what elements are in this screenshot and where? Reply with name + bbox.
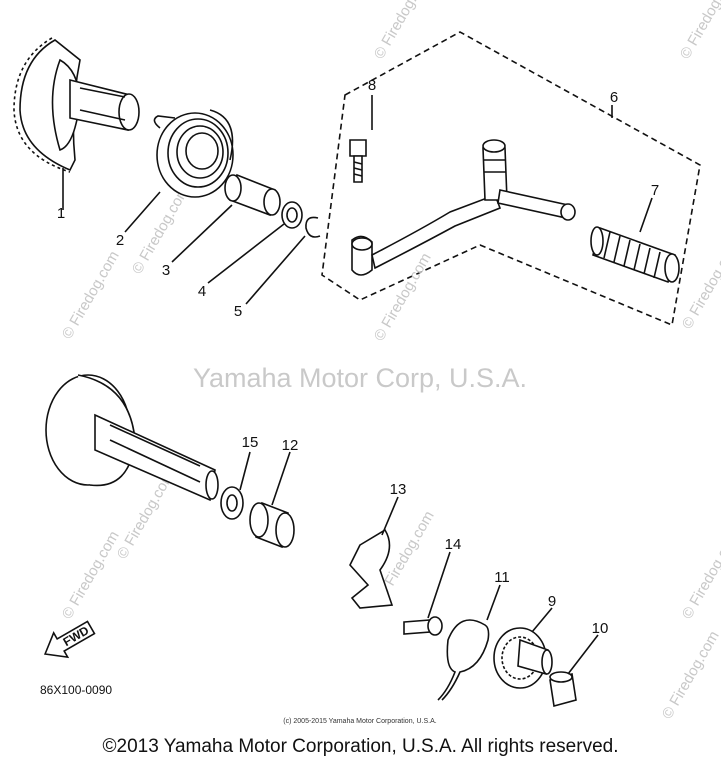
part-label-10: 10 [592, 620, 609, 637]
part-label-8: 8 [368, 77, 376, 94]
collar-part-10 [549, 671, 577, 708]
part-label-6: 6 [610, 89, 618, 106]
part-label-4: 4 [198, 283, 206, 300]
leader-line-13 [381, 496, 399, 536]
spring-part-2 [153, 109, 234, 198]
part-label-11: 11 [494, 569, 510, 586]
part-label-9: 9 [548, 593, 556, 610]
watermark-repeat: © Firedog.com [129, 183, 193, 277]
leader-line-2 [124, 191, 161, 233]
watermark-repeat: © Firedog.com [677, 0, 721, 62]
watermark-repeat: © Firedog.com [371, 0, 435, 62]
washer-part-4 [281, 201, 303, 229]
leader-line-14 [427, 551, 451, 619]
part-label-14: 14 [445, 536, 462, 553]
kick-gear-part-1 [13, 37, 140, 173]
kick-rubber-part-7 [590, 226, 680, 284]
copyright-footer: ©2013 Yamaha Motor Corporation, U.S.A. A… [102, 736, 619, 757]
watermark-repeat: © Firedog.com [59, 528, 123, 622]
leader-line-9 [531, 607, 553, 633]
leader-line-12 [271, 451, 291, 506]
part-label-15: 15 [242, 434, 259, 451]
part-label-7: 7 [651, 182, 659, 199]
part-label-13: 13 [390, 481, 407, 498]
collar-part-3 [224, 173, 281, 217]
leader-line-15 [239, 451, 251, 491]
kick-gear-part-9 [493, 627, 553, 689]
watermark-center: Yamaha Motor Corp, U.S.A. [193, 363, 527, 393]
watermark-repeat: © Firedog.com [679, 528, 721, 622]
part-label-2: 2 [116, 232, 124, 249]
leader-line-10 [567, 634, 599, 675]
assembly-box-part-6 [321, 31, 701, 327]
part-label-3: 3 [162, 262, 170, 279]
kick-crank-part-6 [351, 139, 576, 276]
small-copyright: (c) 2005-2015 Yamaha Motor Corporation, … [283, 718, 436, 725]
leader-line-3 [171, 204, 233, 263]
clip-spring-part-11 [437, 619, 490, 701]
leader-line-11 [486, 584, 501, 621]
leader-line-4 [207, 223, 285, 284]
watermark-repeat: © Firedog.com [659, 628, 721, 722]
bolt-part-8 [349, 139, 367, 183]
part-label-12: 12 [282, 437, 299, 454]
fwd-arrow-icon: FWD [43, 620, 96, 659]
part-label-5: 5 [234, 303, 242, 320]
guide-plate-part-13 [349, 528, 394, 609]
watermark-repeat: © Firedog.com [59, 248, 123, 342]
collar-part-12 [249, 501, 295, 549]
circlip-part-5 [305, 216, 321, 238]
leader-line-5 [245, 235, 306, 305]
screw-part-14 [403, 616, 443, 636]
leader-line-7 [639, 197, 653, 233]
washer-part-15 [220, 486, 244, 520]
diagram-code: 86X100-0090 [40, 683, 112, 697]
kick-shaft-assembly [45, 374, 219, 502]
part-label-1: 1 [57, 205, 65, 222]
